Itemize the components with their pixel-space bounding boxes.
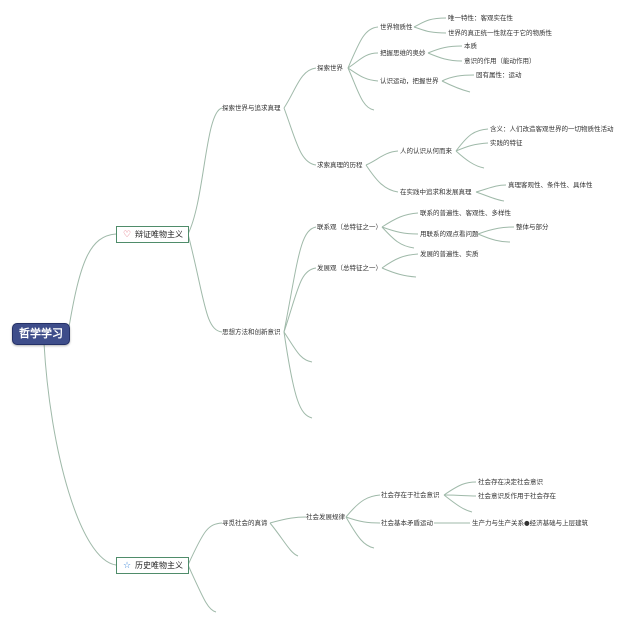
node-social-development-law[interactable]: 社会发展规律: [306, 513, 345, 521]
node-basic-contradiction[interactable]: 社会基本矛盾运动: [381, 519, 433, 527]
node-thinking-mystery[interactable]: 把握思维的奥妙: [380, 49, 426, 57]
node-social-existence[interactable]: 社会存在于社会意识: [381, 491, 440, 499]
leaf-node[interactable]: 发展的普遍性、实质: [420, 250, 479, 258]
node-connection-perspective[interactable]: 用联系的观点看问题: [420, 230, 479, 238]
branch-label: 历史唯物主义: [135, 561, 183, 570]
leaf-node[interactable]: 实践的特征: [490, 139, 523, 147]
branch-label: 辩证唯物主义: [135, 230, 183, 239]
node-development-view[interactable]: 发展观（总特征之一）: [317, 264, 382, 272]
node-thinking-method[interactable]: 思想方法和创新意识: [222, 328, 281, 336]
leaf-node[interactable]: 世界的真正统一性就在于它的物质性: [448, 29, 552, 37]
branch-dialectical-materialism[interactable]: ♡辩证唯物主义: [116, 226, 189, 243]
node-seek-truth[interactable]: 求索真理的历程: [317, 161, 363, 169]
leaf-node[interactable]: 本质: [464, 42, 477, 50]
node-source-of-cognition[interactable]: 人的认识从何而来: [400, 147, 452, 155]
node-seek-society-truth[interactable]: 寻觅社会的真谛: [222, 519, 268, 527]
leaf-node[interactable]: 社会存在决定社会意识: [478, 478, 543, 486]
node-know-motion[interactable]: 认识运动，把握世界: [380, 77, 439, 85]
node-connection-view[interactable]: 联系观（总特征之一）: [317, 223, 382, 231]
leaf-node[interactable]: 意识的作用（能动作用）: [464, 57, 536, 65]
leaf-node[interactable]: 含义：人们改造客观世界的一切物质性活动: [490, 125, 614, 133]
connector-lines: [43, 17, 515, 613]
node-explore-world[interactable]: 探索世界: [317, 64, 343, 72]
star-icon: ☆: [122, 561, 132, 571]
leaf-node[interactable]: 生产力与生产关系●经济基础与上层建筑: [472, 519, 589, 527]
root-node[interactable]: 哲学学习: [12, 323, 70, 345]
node-pursue-truth-in-practice[interactable]: 在实践中追求和发展真理: [400, 188, 472, 196]
leaf-node[interactable]: 整体与部分: [516, 223, 549, 231]
node-world-materiality[interactable]: 世界物质性: [380, 23, 413, 31]
branch-historical-materialism[interactable]: ☆历史唯物主义: [116, 557, 189, 574]
node-explore-world-truth[interactable]: 探索世界与追求真理: [222, 104, 281, 112]
leaf-node[interactable]: 社会意识反作用于社会存在: [478, 492, 556, 500]
leaf-node[interactable]: 联系的普遍性、客观性、多样性: [420, 209, 511, 217]
leaf-node[interactable]: 唯一特性：客观实在性: [448, 14, 513, 22]
leaf-node[interactable]: 固有属性：运动: [476, 71, 522, 79]
leaf-node[interactable]: 真理客观性、条件性、具体性: [508, 181, 593, 189]
heart-icon: ♡: [122, 230, 132, 240]
